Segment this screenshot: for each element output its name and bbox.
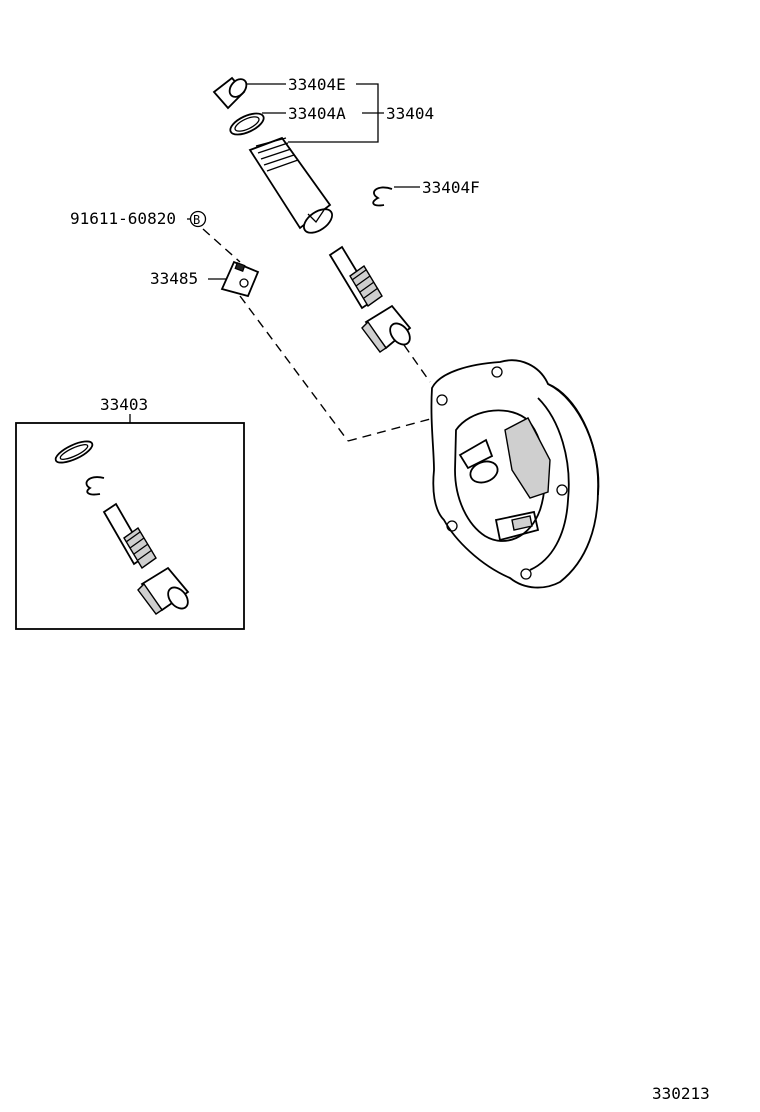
o-ring-33404a [229,112,265,136]
leader-lines [129,83,420,423]
label-91611-60820[interactable]: 91611-60820 [70,209,176,228]
housing [430,359,600,589]
clip-33404f [372,186,393,207]
circled-b-marker: B [189,210,207,228]
kit-driven-gear [102,502,190,615]
label-33404[interactable]: 33404 [386,104,434,123]
driven-gear-upper [328,245,412,353]
kit-clip [85,476,105,496]
dashed-lines [202,228,435,442]
figure-id: 330213 [652,1084,710,1103]
label-33404F[interactable]: 33404F [422,178,480,197]
kit-o-ring [54,440,94,464]
sleeve-33404 [248,136,333,234]
circled-b-text: B [193,213,200,227]
kit-box-33403 [15,422,245,630]
label-33485[interactable]: 33485 [150,269,198,288]
label-33403[interactable]: 33403 [100,395,148,414]
plate-33485 [220,260,260,298]
label-33404A[interactable]: 33404A [288,104,346,123]
label-33404E[interactable]: 33404E [288,75,346,94]
cap-33404e [212,76,248,110]
